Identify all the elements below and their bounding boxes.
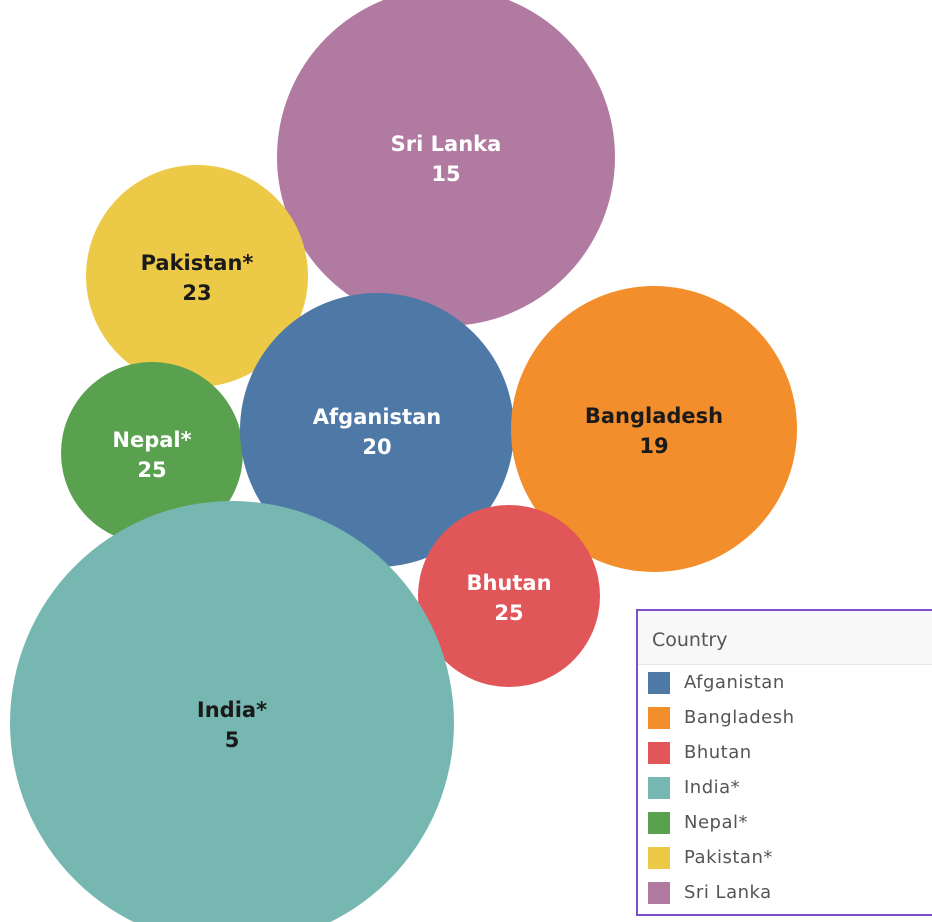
legend-item-pakistan[interactable]: Pakistan* xyxy=(638,840,932,875)
bubble-label-afganistan: Afganistan xyxy=(313,405,441,429)
legend-label: Afganistan xyxy=(684,672,785,693)
legend-swatch xyxy=(648,706,670,729)
bubble-value-sri-lanka: 15 xyxy=(431,162,460,186)
bubble-label-bangladesh: Bangladesh xyxy=(585,404,723,428)
bubble-value-bangladesh: 19 xyxy=(639,434,668,458)
bubble-label-pakistan: Pakistan* xyxy=(141,251,254,275)
legend-swatch xyxy=(648,741,670,764)
legend-title: Country xyxy=(638,611,932,665)
legend-swatch xyxy=(648,776,670,799)
legend-item-sri-lanka[interactable]: Sri Lanka xyxy=(638,875,932,910)
bubble-value-pakistan: 23 xyxy=(182,281,211,305)
bubble-value-nepal: 25 xyxy=(137,458,166,482)
bubble-value-india: 5 xyxy=(225,728,240,752)
legend-label: Nepal* xyxy=(684,812,748,833)
bubble-value-afganistan: 20 xyxy=(362,435,391,459)
legend-label: Bangladesh xyxy=(684,707,795,728)
legend-item-bangladesh[interactable]: Bangladesh xyxy=(638,700,932,735)
legend-item-india[interactable]: India* xyxy=(638,770,932,805)
legend-item-nepal[interactable]: Nepal* xyxy=(638,805,932,840)
bubble-bangladesh[interactable] xyxy=(511,286,797,572)
bubble-label-india: India* xyxy=(197,698,267,722)
legend-label: Pakistan* xyxy=(684,847,773,868)
legend-swatch xyxy=(648,671,670,694)
bubble-afganistan[interactable] xyxy=(240,293,514,567)
bubble-label-sri-lanka: Sri Lanka xyxy=(391,132,502,156)
legend-item-bhutan[interactable]: Bhutan xyxy=(638,735,932,770)
bubble-pakistan[interactable] xyxy=(86,165,308,387)
legend-swatch xyxy=(648,811,670,834)
legend-swatch xyxy=(648,881,670,904)
bubble-india[interactable] xyxy=(10,501,454,922)
legend-item-afganistan[interactable]: Afganistan xyxy=(638,665,932,700)
bubble-nepal[interactable] xyxy=(61,362,243,544)
bubble-label-bhutan: Bhutan xyxy=(466,571,551,595)
legend-label: Bhutan xyxy=(684,742,752,763)
bubble-value-bhutan: 25 xyxy=(494,601,523,625)
legend-label: Sri Lanka xyxy=(684,882,772,903)
legend-label: India* xyxy=(684,777,741,798)
bubble-bhutan[interactable] xyxy=(418,505,600,687)
bubble-sri-lanka[interactable] xyxy=(277,0,615,326)
bubble-label-nepal: Nepal* xyxy=(112,428,191,452)
legend-swatch xyxy=(648,846,670,869)
